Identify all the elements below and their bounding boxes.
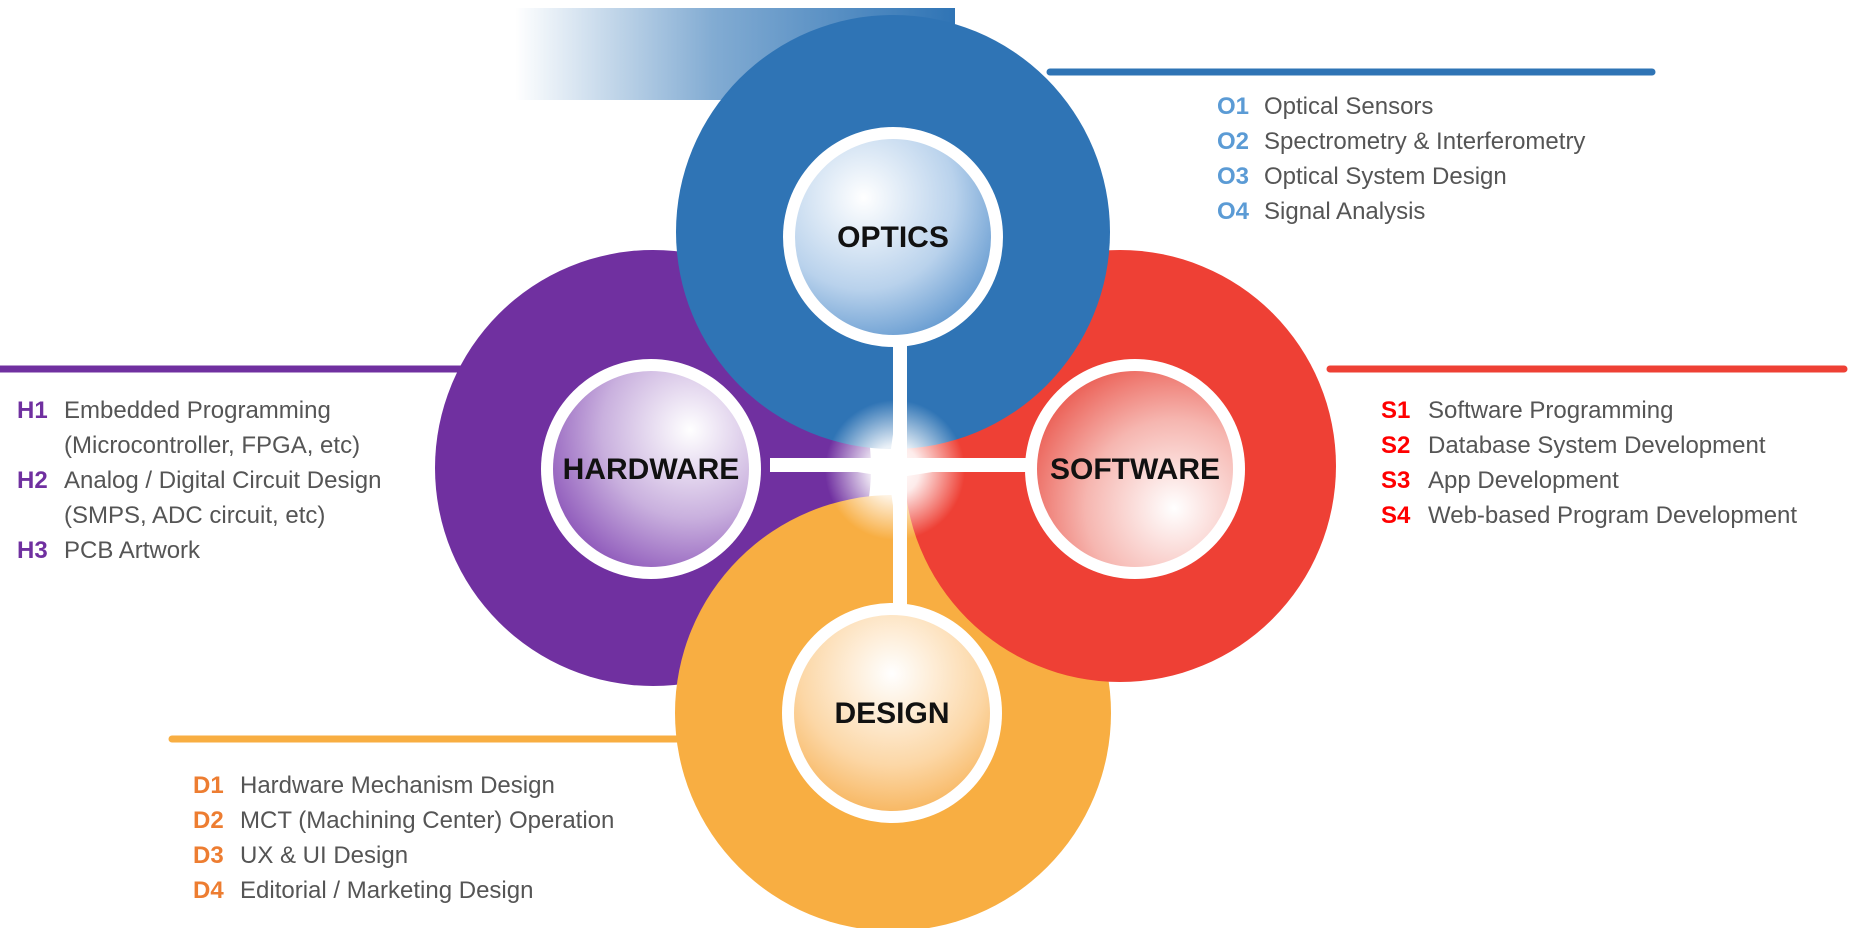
optics-hub [795,139,991,335]
item-code: O4 [1217,198,1250,225]
item-text: Signal Analysis [1264,198,1426,225]
optics-hub-label: OPTICS [837,221,949,254]
list-item: D3 UX & UI Design [193,838,693,873]
item-code: D2 [193,807,224,834]
item-text: MCT (Machining Center) Operation [240,807,615,834]
item-code: H3 [17,537,48,564]
list-item: S1 Software Programming [1381,393,1850,428]
hardware-skill-list: H1 Embedded Programming (Microcontroller… [17,393,417,568]
item-code: D4 [193,877,224,904]
list-item: O4 Signal Analysis [1217,194,1667,229]
item-code: D3 [193,842,224,869]
list-item: O1 Optical Sensors [1217,89,1667,124]
item-code: O3 [1217,163,1250,190]
item-text: Web-based Program Development [1428,502,1798,529]
item-code: H2 [17,467,48,494]
list-item: D4 Editorial / Marketing Design [193,873,693,908]
item-text: Optical System Design [1264,163,1507,190]
list-item: H1 Embedded Programming (Microcontroller… [17,393,417,463]
list-item: S2 Database System Development [1381,428,1850,463]
list-item: O2 Spectrometry & Interferometry [1217,124,1667,159]
item-code: O1 [1217,93,1250,120]
item-text: Spectrometry & Interferometry [1264,128,1586,155]
item-code: S1 [1381,397,1411,424]
item-code: S4 [1381,502,1411,529]
item-text: PCB Artwork [64,537,201,564]
center-sparkle-star [845,420,945,520]
design-hub-label: DESIGN [834,697,949,730]
item-text: Database System Development [1428,432,1766,459]
item-text: Optical Sensors [1264,93,1434,120]
list-item: O3 Optical System Design [1217,159,1667,194]
list-item: D2 MCT (Machining Center) Operation [193,803,693,838]
list-item: S4 Web-based Program Development [1381,498,1850,533]
list-item: S3 App Development [1381,463,1850,498]
item-text: Hardware Mechanism Design [240,772,555,799]
item-code: H1 [17,397,48,424]
hardware-hub [553,371,749,567]
item-text: UX & UI Design [240,842,409,869]
design-skill-list: D1 Hardware Mechanism Design D2 MCT (Mac… [193,768,693,908]
item-code: O2 [1217,128,1250,155]
software-hub [1037,371,1233,567]
item-code: S2 [1381,432,1411,459]
list-item: D1 Hardware Mechanism Design [193,768,693,803]
item-text: App Development [1428,467,1619,494]
item-text: Analog / Digital Circuit Design (SMPS, A… [64,467,382,529]
design-hub [794,615,990,811]
hardware-hub-label: HARDWARE [563,453,740,486]
software-hub-label: SOFTWARE [1050,453,1220,486]
optics-skill-list: O1 Optical Sensors O2 Spectrometry & Int… [1217,89,1667,229]
list-item: H3 PCB Artwork [17,533,417,568]
item-code: S3 [1381,467,1411,494]
item-code: D1 [193,772,224,799]
list-item: H2 Analog / Digital Circuit Design (SMPS… [17,463,417,533]
software-skill-list: S1 Software Programming S2 Database Syst… [1381,393,1850,533]
item-text: Embedded Programming (Microcontroller, F… [64,397,361,459]
item-text: Software Programming [1428,397,1674,424]
item-text: Editorial / Marketing Design [240,877,534,904]
